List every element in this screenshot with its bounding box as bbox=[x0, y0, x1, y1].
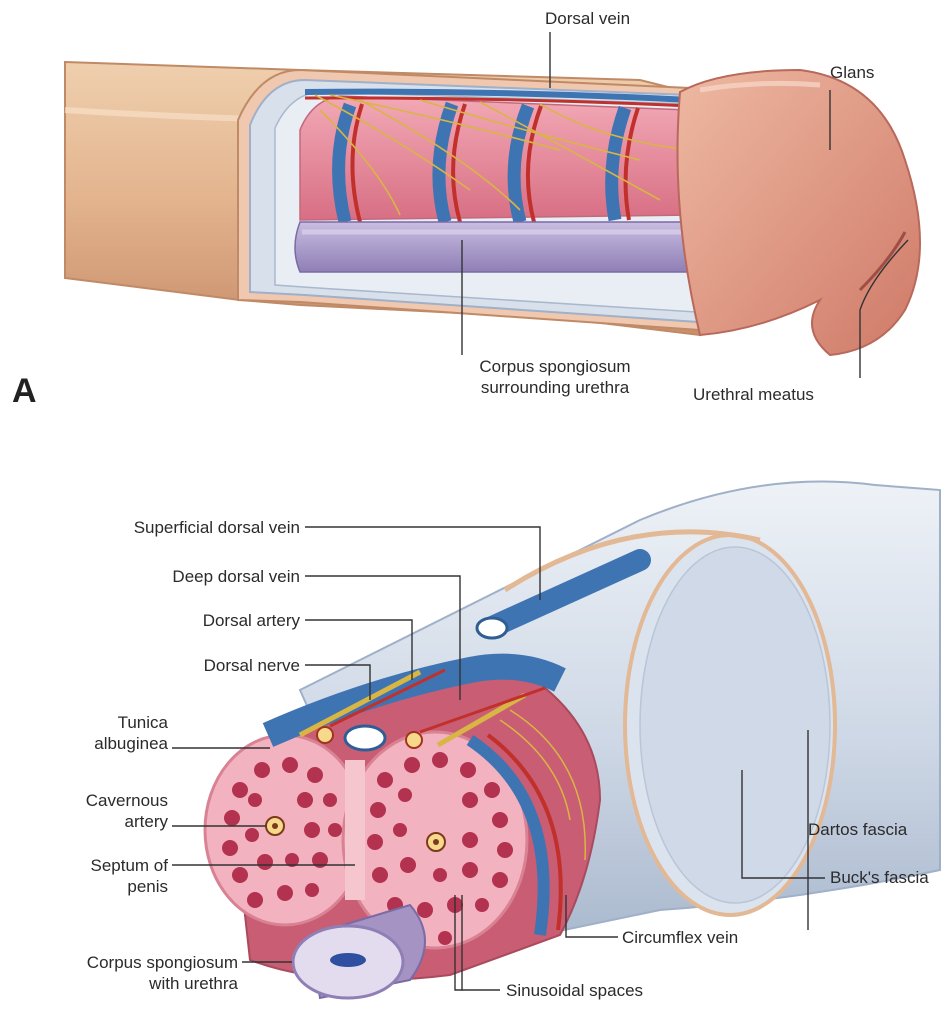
dorsal-artery-right bbox=[406, 732, 422, 748]
label-corpus-spongiosum-b: Corpus spongiosum with urethra bbox=[0, 952, 238, 994]
label-corpus-spongiosum-line1: Corpus spongiosum bbox=[445, 356, 665, 377]
label-deep-dorsal-vein: Deep dorsal vein bbox=[0, 566, 300, 587]
glans bbox=[678, 70, 921, 355]
label-spongiosum-line1: Corpus spongiosum bbox=[0, 952, 238, 973]
septum-of-penis bbox=[345, 760, 365, 900]
label-septum-of-penis: Septum of penis bbox=[0, 855, 168, 897]
label-bucks-fascia: Buck's fascia bbox=[830, 867, 929, 888]
label-dorsal-nerve: Dorsal nerve bbox=[0, 655, 300, 676]
label-septum-line1: Septum of bbox=[0, 855, 168, 876]
label-tunica-albuginea: Tunica albuginea bbox=[0, 712, 168, 754]
label-dartos-fascia: Dartos fascia bbox=[808, 819, 907, 840]
dorsal-artery-left bbox=[317, 727, 333, 743]
label-superficial-dorsal-vein: Superficial dorsal vein bbox=[0, 517, 300, 538]
urethra bbox=[330, 953, 366, 967]
label-spongiosum-line2: with urethra bbox=[0, 973, 238, 994]
panel-letter-a: A bbox=[12, 372, 37, 411]
label-corpus-spongiosum-line2: surrounding urethra bbox=[445, 377, 665, 398]
panel-a-drawing bbox=[65, 62, 920, 355]
label-cavernous-line2: artery bbox=[0, 811, 168, 832]
label-dorsal-artery: Dorsal artery bbox=[0, 610, 300, 631]
label-tunica-line1: Tunica bbox=[0, 712, 168, 733]
label-corpus-spongiosum-a: Corpus spongiosum surrounding urethra bbox=[445, 356, 665, 398]
label-sinusoidal-spaces: Sinusoidal spaces bbox=[506, 980, 643, 1001]
label-glans: Glans bbox=[830, 62, 874, 83]
label-tunica-line2: albuginea bbox=[0, 733, 168, 754]
label-dorsal-vein: Dorsal vein bbox=[545, 8, 630, 29]
label-cavernous-line1: Cavernous bbox=[0, 790, 168, 811]
label-cavernous-artery: Cavernous artery bbox=[0, 790, 168, 832]
label-septum-line2: penis bbox=[0, 876, 168, 897]
label-urethral-meatus: Urethral meatus bbox=[693, 384, 814, 405]
panel-b-drawing bbox=[205, 482, 940, 998]
label-circumflex-vein: Circumflex vein bbox=[622, 927, 738, 948]
